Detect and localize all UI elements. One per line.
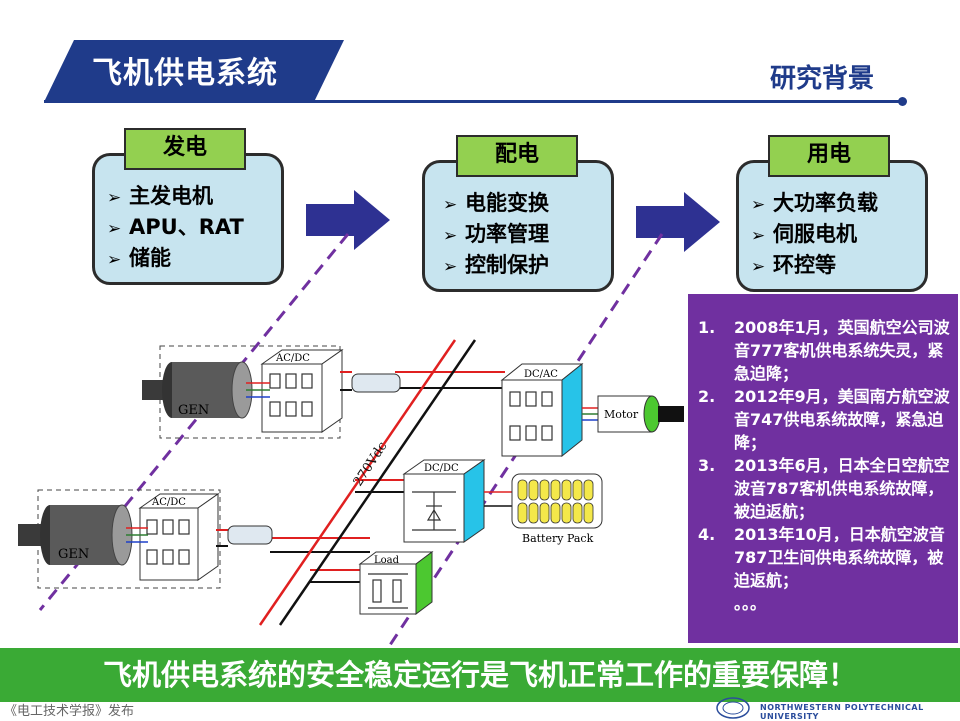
dc-bus-negative — [278, 339, 477, 626]
event-item: 4.2013年10月，日本航空波音787卫生间供电系统故障，被迫返航； — [698, 525, 945, 590]
load-block: Load — [358, 551, 434, 615]
header-rule — [44, 100, 902, 103]
motor: Motor — [582, 395, 684, 433]
section-tag: 研究背景 — [770, 64, 875, 94]
event-item: 3.2013年6月，日本全日空航空波音787客机供电系统故障，被迫返航； — [698, 456, 950, 521]
stage-item: ➢APU、RAT — [107, 213, 281, 244]
stage-item: ➢环控等 — [751, 251, 925, 282]
gen1-label: GEN — [178, 403, 209, 418]
failure-events-panel: 1.2008年1月，英国航空公司波音777客机供电系统失灵，紧急迫降； 2.20… — [688, 294, 958, 643]
stage-item: ➢大功率负载 — [751, 189, 925, 220]
stage-item: ➢主发电机 — [107, 182, 281, 213]
wires — [270, 371, 505, 583]
acdc2-label: AC/DC — [151, 497, 186, 508]
dc-bus-positive — [258, 339, 457, 626]
load-label: Load — [374, 555, 400, 566]
dcac-label: DC/AC — [524, 369, 558, 380]
cable-2 — [126, 525, 273, 547]
arrow-bullet-icon: ➢ — [443, 257, 458, 277]
event-item: 1.2008年1月，英国航空公司波音777客机供电系统失灵，紧急迫降； — [698, 318, 950, 383]
stage-item: ➢电能变换 — [443, 189, 611, 220]
events-ellipsis: 。。。 — [734, 594, 767, 613]
generator-2: GEN — [18, 504, 133, 566]
battery-label: Battery Pack — [522, 532, 594, 545]
header-rule-dot — [898, 97, 907, 106]
stage-item: ➢储能 — [107, 244, 281, 275]
dcdc-label: DC/DC — [424, 463, 459, 474]
arrow-bullet-icon: ➢ — [751, 257, 766, 277]
arrow-bullet-icon: ➢ — [751, 195, 766, 215]
acdc-converter-1: AC/DC — [260, 349, 344, 433]
dcac-converter: DC/AC — [500, 362, 584, 458]
arrow-bullet-icon: ➢ — [107, 250, 122, 270]
stage-item: ➢伺服电机 — [751, 220, 925, 251]
power-system-diagram: 270Vdc GEN AC/DC GEN — [18, 233, 684, 646]
acdc1-label: AC/DC — [275, 353, 310, 364]
cable-1 — [246, 371, 401, 398]
stage-consumption-box: ➢大功率负载 ➢伺服电机 ➢环控等 — [736, 160, 928, 292]
flow-arrow-icon — [636, 192, 720, 252]
dcdc-converter: DC/DC — [402, 459, 486, 543]
stage-item: ➢功率管理 — [443, 220, 611, 251]
gen2-label: GEN — [58, 547, 89, 562]
event-item: 2.2012年9月，美国南方航空波音747供电系统故障，紧急迫降； — [698, 387, 950, 452]
gen2-enclosure — [37, 489, 221, 589]
battery-pack: Battery Pack — [484, 473, 603, 545]
stage-generation-box: ➢主发电机 ➢APU、RAT ➢储能 — [92, 153, 284, 285]
source-note: 《电工技术学报》发布 — [4, 704, 135, 719]
arrow-bullet-icon: ➢ — [107, 219, 122, 239]
arrow-bullet-icon: ➢ — [107, 188, 122, 208]
acdc-converter-2: AC/DC — [138, 493, 220, 581]
arrow-bullet-icon: ➢ — [443, 226, 458, 246]
arrow-bullet-icon: ➢ — [751, 226, 766, 246]
bus-voltage-label: 270Vdc — [351, 439, 391, 489]
conclusion-bar — [0, 648, 960, 702]
title-banner — [44, 40, 344, 102]
stage-distribution-label: 配电 — [456, 135, 578, 177]
university-seal-icon — [716, 697, 750, 719]
arrow-bullet-icon: ➢ — [443, 195, 458, 215]
stage-consumption-label: 用电 — [768, 135, 890, 177]
motor-label: Motor — [604, 408, 639, 421]
flow-arrow-icon — [306, 190, 390, 250]
page-title: 飞机供电系统 — [92, 56, 278, 91]
stage-item: ➢控制保护 — [443, 251, 611, 282]
generator-1: GEN — [142, 361, 253, 419]
stage-generation-label: 发电 — [124, 128, 246, 170]
university-name: NORTHWESTERN POLYTECHNICAL UNIVERSITY — [760, 703, 924, 721]
conclusion-text: 飞机供电系统的安全稳定运行是飞机正常工作的重要保障！ — [102, 658, 857, 692]
